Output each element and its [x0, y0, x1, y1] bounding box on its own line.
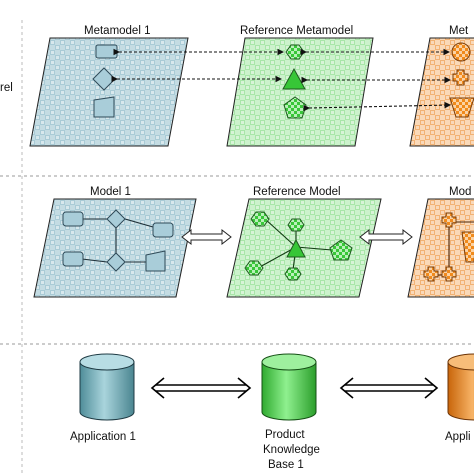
reference-metamodel-title: Reference Metamodel	[240, 25, 353, 37]
model-1-trapezoid-node	[145, 250, 166, 272]
application-right-label: Appli	[445, 431, 471, 443]
model-1-rectangle-node	[62, 211, 84, 227]
model-right-title: Mod	[449, 186, 471, 198]
metamodel-right-cross-shape	[452, 69, 469, 86]
reference-metamodel-triangle-shape	[282, 67, 306, 90]
model-right-cross-node	[441, 212, 457, 228]
product-knowledge-base-label-line2: Knowledge	[263, 444, 320, 456]
mapping-arrow-pentagon-trapezoid	[303, 101, 452, 112]
application-1-label: Application 1	[70, 431, 136, 443]
metamodel-1-title: Metamodel 1	[84, 25, 150, 37]
reference-model-title: Reference Model	[253, 186, 341, 198]
metamodel-right-title: Met	[449, 25, 469, 37]
metamodel-right-trapezoid-shape	[449, 97, 474, 118]
reference-model-triangle-node	[286, 238, 306, 258]
metamodel-1-plane	[29, 37, 189, 147]
metamodel-right-circle-shape	[451, 42, 471, 62]
model-1-graph	[81, 218, 154, 263]
model-1-diamond-node	[106, 252, 126, 272]
application-1-to-knowledge-base-arrow	[150, 377, 252, 399]
model-1-rectangle-node	[62, 251, 84, 267]
model-1-diamond-node	[106, 209, 126, 229]
application-1-database-cylinder	[79, 353, 135, 421]
reference-metamodel-plane	[226, 37, 374, 147]
knowledge-base-to-right-application-arrow	[339, 377, 439, 399]
model-1-rectangle-node	[152, 222, 174, 238]
metamodel-level-label: rel	[0, 82, 13, 94]
application-right-database-cylinder	[447, 353, 474, 421]
model-right-trapezoid-node	[461, 231, 474, 263]
reference-model-pentagon-node	[329, 239, 353, 261]
product-knowledge-base-label-line1: Product	[265, 429, 305, 441]
metamodel-1-rectangle-shape	[95, 44, 118, 59]
reference-model-hexagon-node	[284, 267, 302, 281]
product-knowledge-base-label-line3: Base 1	[268, 459, 304, 471]
product-knowledge-base-cylinder	[261, 353, 317, 421]
metamodel-1-trapezoid-shape	[93, 96, 115, 118]
reference-model-hexagon-node	[244, 260, 264, 276]
reference-model-to-right-model-arrow	[359, 228, 413, 246]
model-1-title: Model 1	[90, 186, 131, 198]
metamodel-1-diamond-shape	[92, 67, 116, 91]
model-right-cross-node	[423, 266, 439, 282]
model-1-to-reference-model-arrow	[181, 228, 232, 246]
reference-model-hexagon-node	[250, 211, 270, 227]
model-right-cross-node	[441, 266, 457, 282]
reference-model-hexagon-node	[287, 218, 305, 232]
